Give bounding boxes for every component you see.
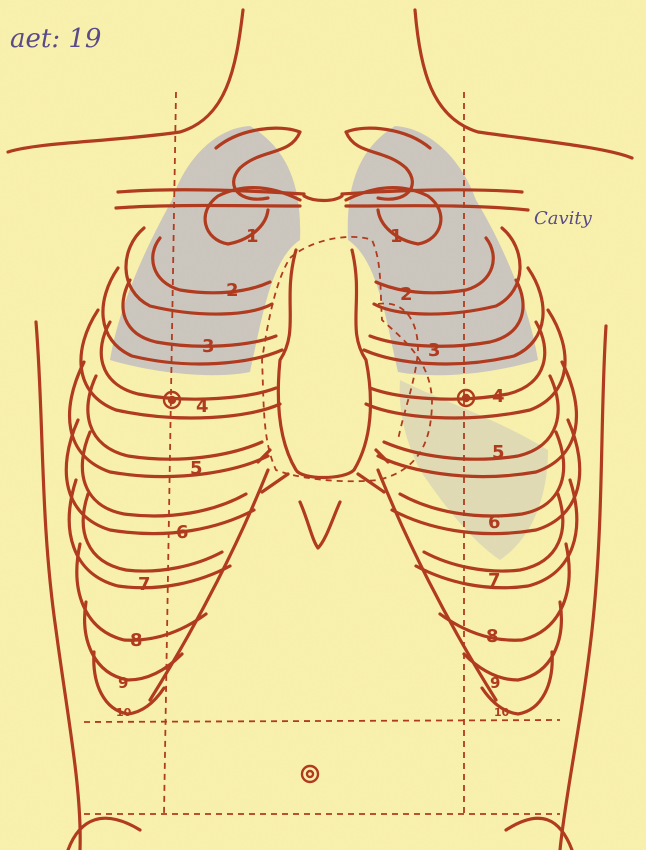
age-note: aet: 19 xyxy=(10,24,101,54)
cavity-label: Cavity xyxy=(534,208,592,229)
